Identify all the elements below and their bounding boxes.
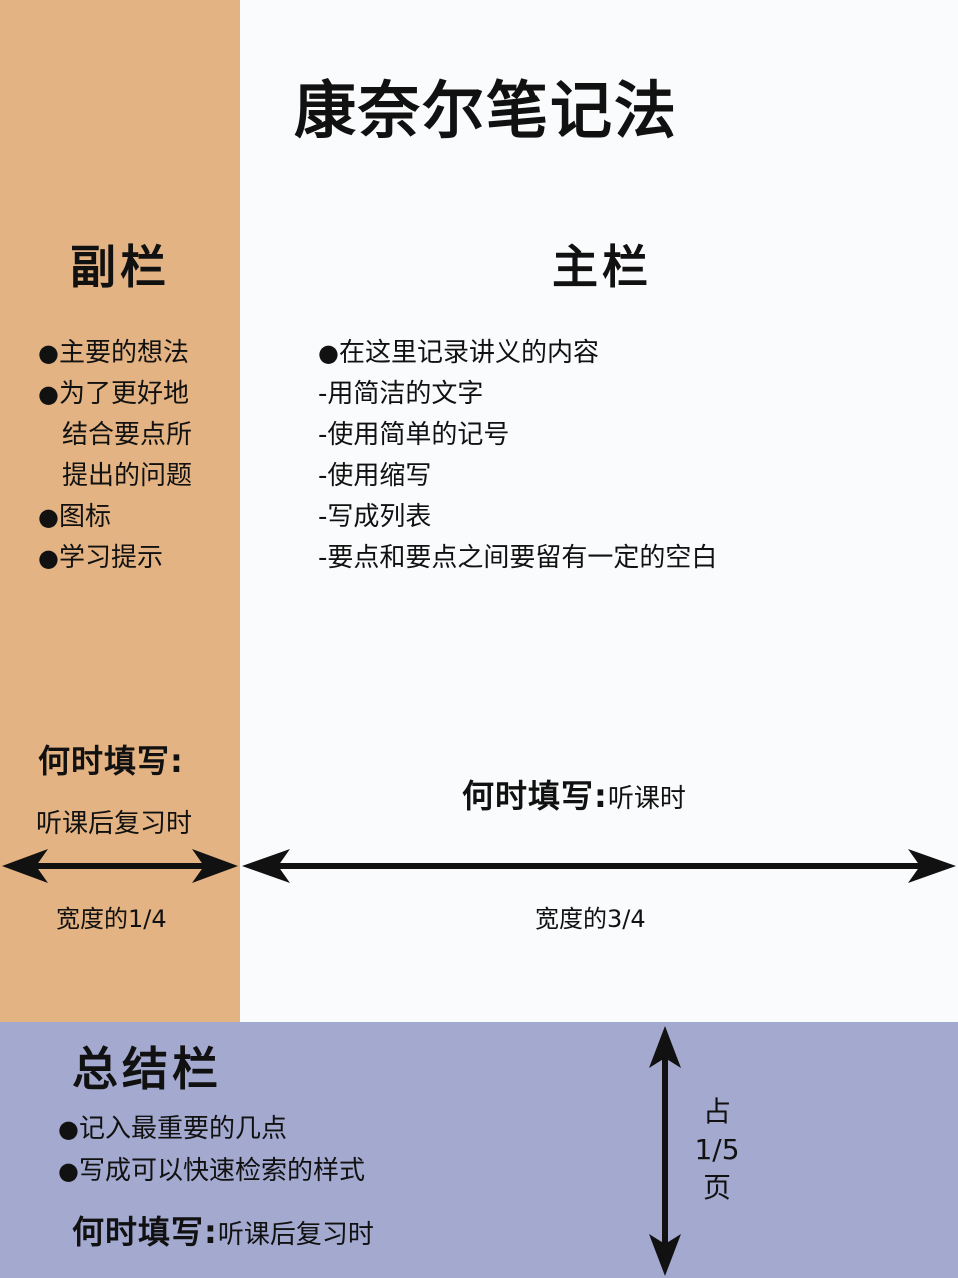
dash-icon: - (318, 379, 328, 409)
cue-column-heading: 副栏 (70, 240, 170, 294)
summary-height-arrow-icon (649, 1026, 681, 1276)
list-item: ●记入最重要的几点 (58, 1114, 287, 1144)
list-item: 结合要点所 (62, 420, 193, 450)
list-item: ●主要的想法 (38, 338, 189, 368)
dash-icon: - (318, 420, 328, 450)
main-when: 何时填写:听课时 (462, 771, 686, 817)
page-title: 康奈尔笔记法 (294, 74, 679, 147)
main-column-heading: 主栏 (552, 240, 652, 294)
dash-icon: - (318, 502, 328, 532)
list-item: -使用简单的记号 (318, 420, 510, 450)
cue-when-value: 听课后复习时 (36, 809, 193, 839)
main-width-label: 宽度的3/4 (535, 905, 646, 933)
dash-icon: - (318, 543, 328, 573)
bullet-icon: ● (58, 1115, 79, 1143)
list-item: -要点和要点之间要留有一定的空白 (318, 543, 718, 573)
list-item: ●为了更好地 (38, 379, 189, 409)
list-item: -写成列表 (318, 502, 432, 532)
bullet-icon: ● (38, 544, 59, 572)
cue-column-list: ●主要的想法 ●为了更好地 结合要点所 提出的问题 ●图标 ●学习提示 (38, 333, 192, 579)
summary-list: ●记入最重要的几点 ●写成可以快速检索的样式 (58, 1108, 365, 1192)
bullet-icon: ● (318, 339, 339, 367)
bullet-icon: ● (38, 503, 59, 531)
bullet-icon: ● (38, 339, 59, 367)
cue-width-arrow-icon (2, 849, 238, 883)
main-width-arrow-icon (242, 849, 956, 883)
list-item: 提出的问题 (62, 461, 193, 491)
summary-when-label: 何时填写: (72, 1213, 218, 1251)
summary-when: 何时填写:听课后复习时 (72, 1207, 374, 1253)
cue-column (0, 0, 240, 1022)
main-when-value: 听课时 (607, 784, 686, 814)
list-item: -使用缩写 (318, 461, 432, 491)
list-item: ●学习提示 (38, 543, 163, 573)
dash-icon: - (318, 461, 328, 491)
main-column (240, 0, 958, 1022)
bullet-icon: ● (58, 1157, 79, 1185)
cue-when-label: 何时填写: (38, 742, 184, 780)
list-item: -用简洁的文字 (318, 379, 484, 409)
list-item: ●写成可以快速检索的样式 (58, 1156, 365, 1186)
list-item: ●图标 (38, 502, 111, 532)
main-column-list: ●在这里记录讲义的内容 -用简洁的文字 -使用简单的记号 -使用缩写 -写成列表… (318, 333, 717, 579)
cue-width-label: 宽度的1/4 (56, 905, 167, 933)
main-when-label: 何时填写: (462, 777, 608, 815)
summary-height-label: 占 1/5 页 (694, 1095, 740, 1204)
summary-heading: 总结栏 (72, 1042, 222, 1096)
bullet-icon: ● (38, 380, 59, 408)
summary-band (0, 1022, 958, 1278)
summary-when-value: 听课后复习时 (217, 1220, 374, 1250)
list-item: ●在这里记录讲义的内容 (318, 338, 599, 368)
